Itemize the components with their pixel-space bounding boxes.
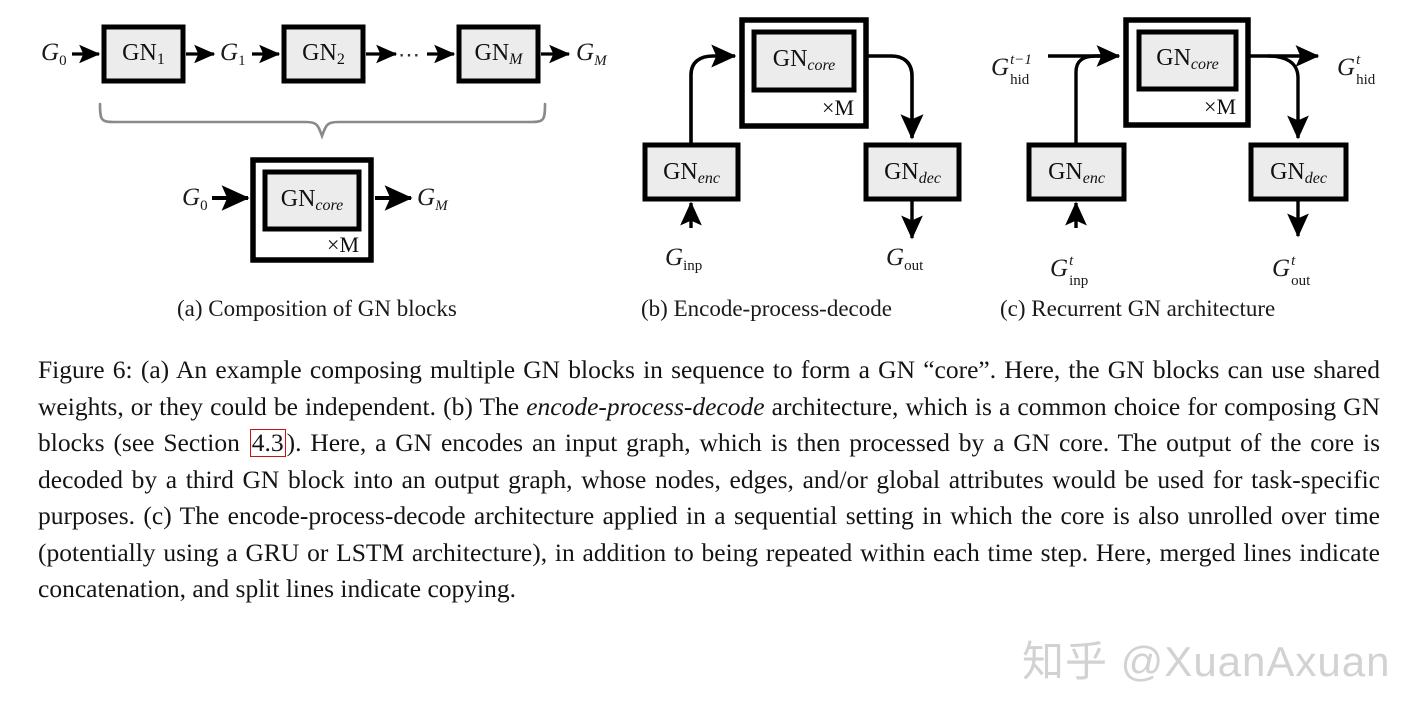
signal-ginp-b: Ginp — [665, 244, 703, 274]
signal-g0-core-a: G0 — [182, 184, 208, 214]
panel-a-chain — [72, 24, 571, 84]
subcaption-c: (c) Recurrent GN architecture — [1000, 296, 1276, 321]
chain-ellipsis: ⋯ — [398, 42, 420, 67]
panel-c-graph — [1026, 17, 1349, 238]
box-gn-enc-c — [1026, 142, 1127, 202]
arrow-enc-to-core-b — [689, 44, 737, 145]
diagram-area: GN1 GN2 GNM ⋯ G0 G1 GM GNcore ×M G0 GM — [0, 0, 1418, 289]
signal-gout-b: Gout — [886, 244, 924, 274]
brace-grouping — [98, 102, 547, 140]
section-crossref-link[interactable]: 4.3 — [249, 428, 286, 457]
label-gn-core-c: GNcore — [1156, 45, 1219, 73]
caption-text-run-2: architecture, which is a common choice f… — [38, 391, 1380, 458]
box-gn-dec-b — [863, 142, 962, 202]
figure-caption: Figure 6: (a) An example composing multi… — [38, 352, 1380, 608]
signal-g0-chain: G0 — [41, 39, 67, 69]
arrow-core-split-to-dec-c — [1267, 54, 1309, 140]
subcaption-b: (b) Encode-process-decode — [641, 296, 892, 321]
label-gn-1: GN1 — [122, 40, 165, 68]
label-repeat-m-b: ×M — [822, 95, 854, 120]
label-gn-core-a: GNcore — [280, 186, 344, 214]
watermark-zhihu: 知乎 @XuanAxuan — [1022, 638, 1391, 685]
box-core-inner-a — [262, 169, 362, 232]
label-gn-2: GN2 — [302, 40, 345, 68]
label-gn-dec-b: GNdec — [884, 159, 941, 187]
arrow-enc-merge-to-core-c — [1074, 54, 1112, 145]
label-gn-enc-b: GNenc — [663, 159, 720, 187]
signal-gm-core-a: GM — [417, 184, 448, 214]
caption-text-run-0: Figure 6: (a) An example composing multi… — [38, 355, 1380, 421]
label-repeat-m-a: ×M — [327, 232, 359, 257]
box-gn-2 — [281, 24, 366, 84]
label-gn-m: GNM — [474, 40, 523, 68]
panel-a-core — [212, 157, 413, 263]
label-repeat-m-c: ×M — [1204, 94, 1236, 119]
box-gn-m — [456, 24, 541, 84]
signal-g1-chain: G1 — [220, 39, 246, 69]
box-gn-1 — [101, 24, 186, 84]
label-gn-core-b: GNcore — [772, 46, 836, 74]
box-gn-dec-c — [1248, 142, 1349, 202]
arrow-core-to-dec-b — [866, 54, 924, 140]
caption-text-run-4: ). Here, a GN encodes an input graph, wh… — [38, 428, 1381, 603]
box-core-inner-b — [751, 29, 857, 93]
diagram-svg — [72, 17, 1349, 263]
box-core-inner-c — [1136, 29, 1239, 92]
caption-emphasis: encode-process-decode — [526, 391, 765, 421]
signal-gm-chain: GM — [576, 39, 607, 69]
box-gn-enc-b — [642, 142, 741, 202]
label-gn-enc-c: GNenc — [1048, 159, 1105, 187]
subcaption-a: (a) Composition of GN blocks — [177, 296, 457, 321]
panel-b-graph — [642, 17, 962, 240]
label-gn-dec-c: GNdec — [1270, 159, 1327, 187]
